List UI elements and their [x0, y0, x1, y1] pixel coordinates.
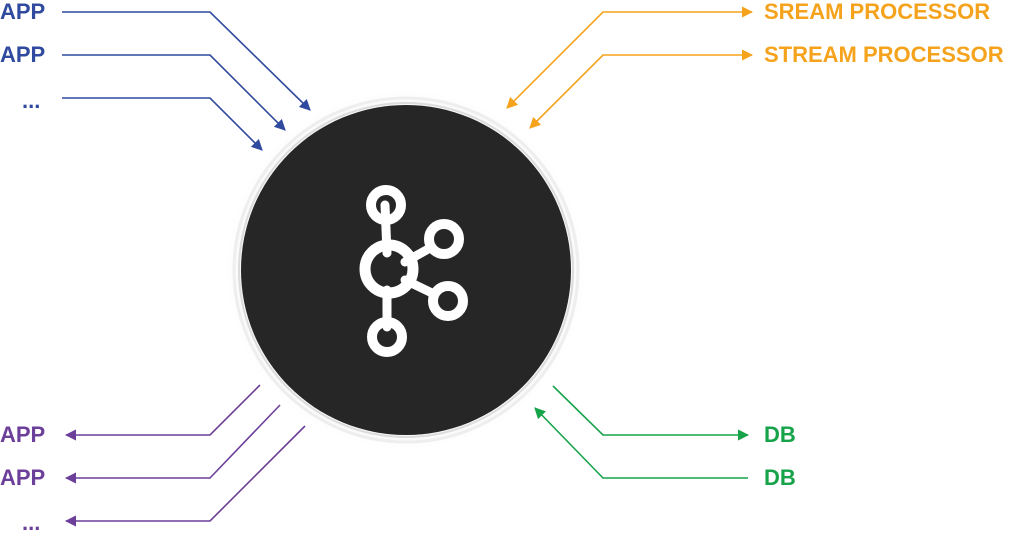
consumer-arrows: [64, 384, 306, 527]
stream-processor-arrow-2: [529, 49, 754, 129]
producer-arrow-3: [62, 97, 263, 151]
database-arrows: [534, 385, 750, 479]
consumer-label-more: ...: [22, 510, 41, 535]
producer-arrow-2: [62, 54, 286, 131]
database-label-2: DB: [764, 465, 796, 490]
kafka-logo-icon: [359, 185, 468, 357]
consumer-arrow-3: [64, 425, 306, 527]
producer-label-more: ...: [22, 88, 41, 113]
hub-circle: [241, 105, 571, 435]
hub-outer-ring: [232, 96, 580, 444]
database-arrow-out: [552, 385, 750, 441]
stream-processor-label-1: SREAM PROCESSOR: [764, 0, 991, 24]
database-label-1: DB: [764, 422, 796, 447]
producer-label-1: APP: [0, 0, 46, 24]
stream-processor-arrow-1: [506, 6, 754, 109]
consumer-label-2: APP: [0, 465, 46, 490]
stream-processor-label-2: STREAM PROCESSOR: [764, 42, 1004, 67]
consumer-arrow-2: [64, 404, 281, 484]
hub-mid-ring: [238, 102, 574, 438]
producer-label-2: APP: [0, 42, 46, 67]
consumer-arrow-1: [64, 384, 261, 441]
consumer-label-1: APP: [0, 422, 46, 447]
producer-arrows: [62, 11, 311, 151]
stream-processor-arrows: [506, 6, 754, 129]
producer-arrow-1: [62, 11, 311, 111]
database-arrow-in: [534, 407, 748, 479]
